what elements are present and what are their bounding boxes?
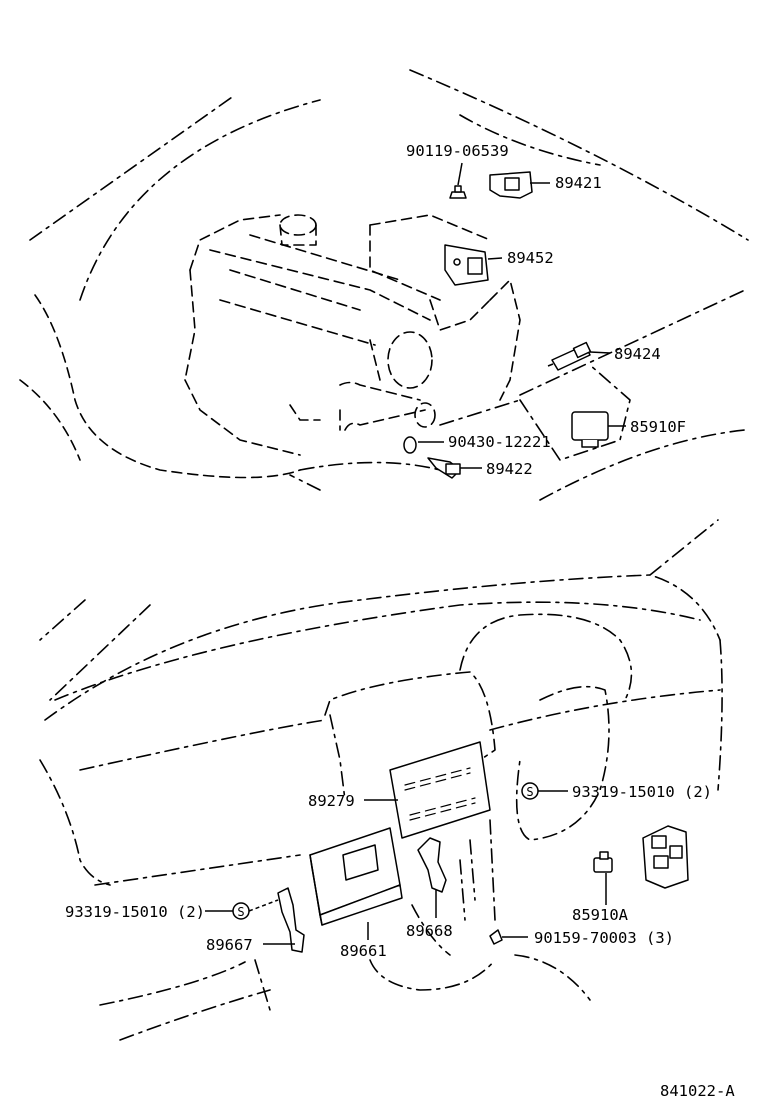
label-85910F: 85910F: [630, 418, 686, 436]
label-90430-12221: 90430-12221: [448, 433, 551, 451]
relay-85910A-icon: [593, 851, 613, 873]
sensor-89421-icon: [489, 171, 533, 199]
sensor-89422-icon: [427, 457, 461, 479]
label-90159-70003: 90159-70003 (3): [534, 929, 674, 947]
label-89424: 89424: [614, 345, 661, 363]
relay-85910F-icon: [571, 411, 609, 448]
svg-text:S: S: [526, 785, 533, 799]
dashboard-illustration: [39, 519, 723, 1041]
label-85910A: 85910A: [572, 906, 629, 924]
label-89452: 89452: [507, 249, 554, 267]
display-panel-89279-icon: [389, 741, 491, 839]
engine-bay-illustration: [19, 69, 749, 501]
bracket-89668-icon: [417, 837, 447, 893]
svg-text:S: S: [237, 905, 244, 919]
label-89668: 89668: [406, 922, 453, 940]
leader-89452: [487, 257, 503, 260]
label-89667: 89667: [206, 936, 253, 954]
label-89279: 89279: [308, 792, 355, 810]
label-89661: 89661: [340, 942, 387, 960]
label-93319-15010-right: 93319-15010 (2): [572, 783, 712, 801]
screw-90159-icon: [489, 929, 503, 945]
leader-93319-left-to-part: [248, 899, 279, 912]
label-90119-06539: 90119-06539: [406, 142, 509, 160]
screw-symbol-left-icon: S: [232, 902, 250, 920]
label-89422: 89422: [486, 460, 533, 478]
leader-89424: [589, 351, 611, 354]
leader-90119: [457, 162, 463, 186]
switch-assembly-icon: [642, 825, 689, 889]
gasket-90430-icon: [403, 436, 417, 454]
sensor-89452-icon: [444, 244, 489, 286]
bracket-89667-icon: [277, 887, 305, 953]
bolt-90119-icon: [449, 185, 467, 199]
ecu-89661-icon: [309, 827, 403, 926]
screw-symbol-right-icon: S: [521, 782, 539, 800]
label-89421: 89421: [555, 174, 602, 192]
label-93319-15010-left: 93319-15010 (2): [65, 903, 205, 921]
diagram-id: 841022-A: [660, 1082, 735, 1100]
sensor-89424-icon: [547, 341, 592, 371]
